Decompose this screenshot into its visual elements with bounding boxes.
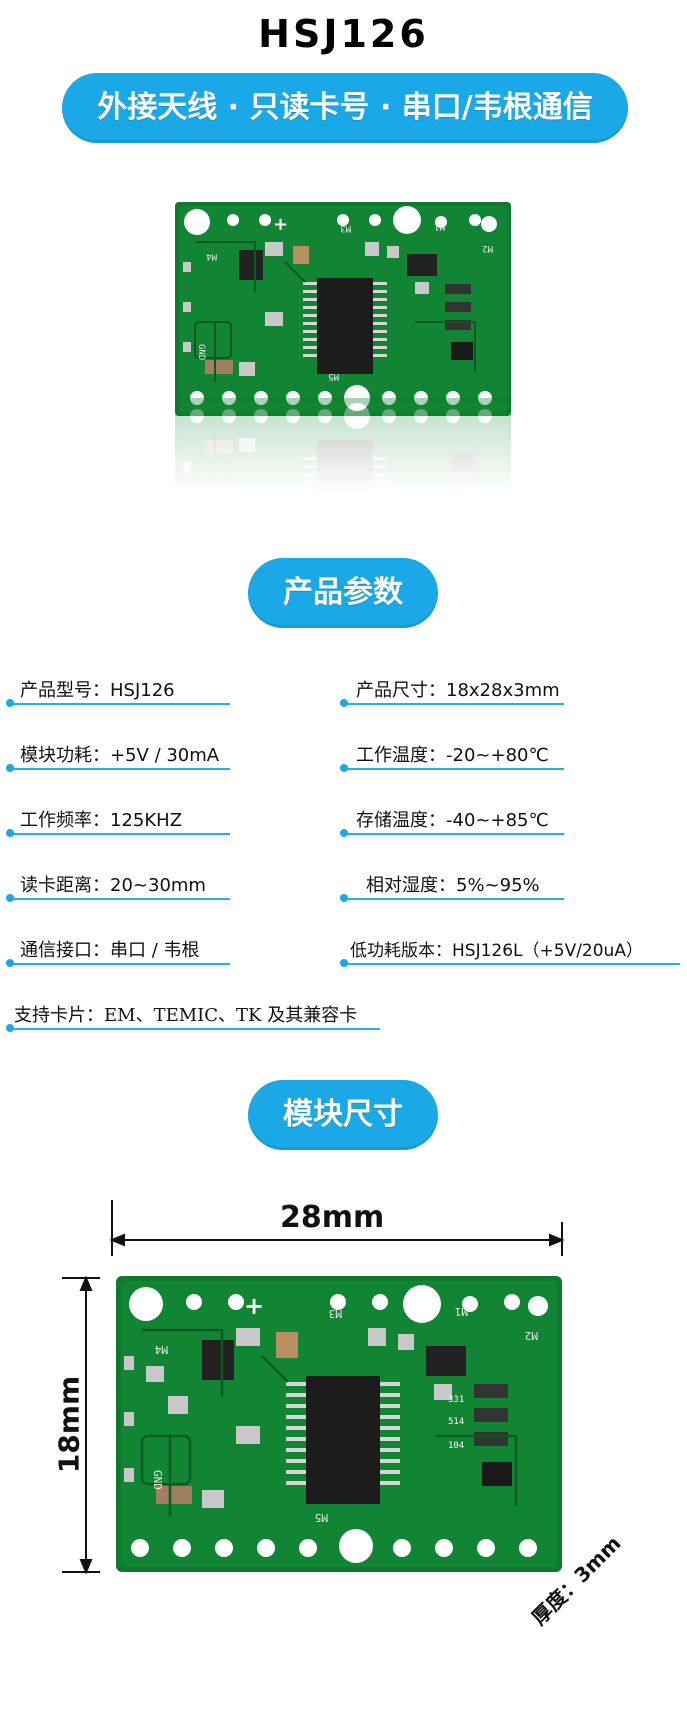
page-title: HSJ126: [258, 12, 429, 56]
dimension-drawing: 331 514 104 + M4 M3 M1 M2 M5 GND 28mm 18…: [40, 1200, 680, 1680]
spec-interface: 通信接口：串口 / 韦根: [20, 936, 200, 962]
spec-label: 相对湿度：: [366, 875, 456, 896]
spec-label: 低功耗版本：: [350, 941, 452, 961]
spec-underline: [10, 833, 230, 835]
silk-plus: +: [273, 214, 288, 235]
spec-bullet: [6, 699, 14, 707]
silk-m2: M2: [482, 243, 493, 253]
spec-bullet: [340, 699, 348, 707]
spec-value: 20~30mm: [110, 875, 206, 896]
section-title-params: 产品参数: [248, 558, 438, 628]
spec-value: -20~+80℃: [446, 745, 549, 766]
spec-underline: [10, 963, 230, 965]
silk-m1: M1: [434, 221, 445, 231]
spec-value: 5%~95%: [456, 875, 540, 896]
spec-power: 模块功耗：+5V / 30mA: [20, 741, 219, 767]
spec-bullet: [6, 764, 14, 772]
spec-underline: [344, 703, 564, 705]
module-photo-top: M4 M3 M1 M2 M5 GND +: [174, 201, 512, 613]
width-label: 28mm: [280, 1200, 385, 1235]
spec-label: 模块功耗：: [20, 745, 110, 766]
spec-bullet: [6, 959, 14, 967]
spec-bullet: [340, 764, 348, 772]
spec-low-power: 低功耗版本：HSJ126L（+5V/20uA）: [350, 936, 643, 961]
silk-resistor-2: 514: [448, 1417, 464, 1427]
silk-m4: M4: [206, 251, 217, 261]
spec-value: HSJ126: [110, 680, 175, 701]
spec-value: +5V / 30mA: [110, 745, 220, 766]
silk-m5: M5: [315, 1511, 328, 1524]
spec-model: 产品型号：HSJ126: [20, 676, 175, 702]
spec-store-temp: 存储温度：-40~+85℃: [356, 806, 549, 832]
spec-bullet: [6, 1024, 14, 1032]
dimension-svg: 331 514 104 + M4 M3 M1 M2 M5 GND: [62, 1200, 565, 1575]
feature-banner: 外接天线 · 只读卡号 · 串口/韦根通信: [62, 73, 628, 143]
silk-m4: M4: [154, 1343, 168, 1356]
spec-bullet: [340, 894, 348, 902]
spec-value: -40~+85℃: [446, 810, 549, 831]
spec-value: 串口 / 韦根: [110, 940, 200, 961]
spec-label: 工作温度：: [356, 745, 446, 766]
spec-underline: [344, 898, 564, 900]
spec-label: 产品尺寸：: [356, 680, 446, 701]
spec-label: 通信接口：: [20, 940, 110, 961]
spec-freq: 工作频率：125KHZ: [20, 806, 182, 832]
spec-label: 读卡距离：: [20, 875, 110, 896]
spec-underline: [344, 963, 680, 965]
silk-m5: M5: [328, 371, 339, 381]
height-label: 18mm: [52, 1375, 86, 1474]
spec-label: 支持卡片：: [14, 1005, 104, 1026]
spec-value: HSJ126L（+5V/20uA）: [452, 941, 643, 961]
spec-value: EM、TEMIC、TK 及其兼容卡: [104, 1005, 358, 1026]
silk-m2: M2: [525, 1329, 538, 1342]
spec-bullet: [6, 894, 14, 902]
silk-m1: M1: [455, 1305, 468, 1318]
silk-resistor-3: 104: [448, 1441, 464, 1451]
spec-underline: [10, 703, 230, 705]
spec-bullet: [340, 959, 348, 967]
spec-humidity: 相对湿度：5%~95%: [366, 871, 540, 897]
spec-underline: [10, 768, 230, 770]
silk-gnd: GND: [151, 1470, 164, 1490]
silk-m3: M3: [329, 1307, 342, 1320]
spec-label: 产品型号：: [20, 680, 110, 701]
spec-label: 存储温度：: [356, 810, 446, 831]
section-title-size: 模块尺寸: [248, 1080, 438, 1150]
silk-m3: M3: [340, 223, 351, 233]
spec-bullet: [340, 829, 348, 837]
spec-size: 产品尺寸：18x28x3mm: [356, 676, 560, 702]
pcb-image: M4 M3 M1 M2 M5 GND +: [174, 201, 512, 613]
spec-cards: 支持卡片：EM、TEMIC、TK 及其兼容卡: [14, 1001, 357, 1027]
silk-plus: +: [244, 1292, 264, 1320]
spec-underline: [344, 768, 564, 770]
spec-underline: [344, 833, 564, 835]
spec-value: 125KHZ: [110, 810, 183, 831]
silk-resistor-1: 331: [448, 1395, 464, 1405]
spec-bullet: [6, 829, 14, 837]
spec-work-temp: 工作温度：-20~+80℃: [356, 741, 549, 767]
spec-underline: [10, 898, 230, 900]
spec-value: 18x28x3mm: [446, 680, 560, 701]
silk-gnd: GND: [196, 344, 206, 360]
spec-label: 工作频率：: [20, 810, 110, 831]
spec-underline: [10, 1028, 380, 1030]
spec-distance: 读卡距离：20~30mm: [20, 871, 206, 897]
